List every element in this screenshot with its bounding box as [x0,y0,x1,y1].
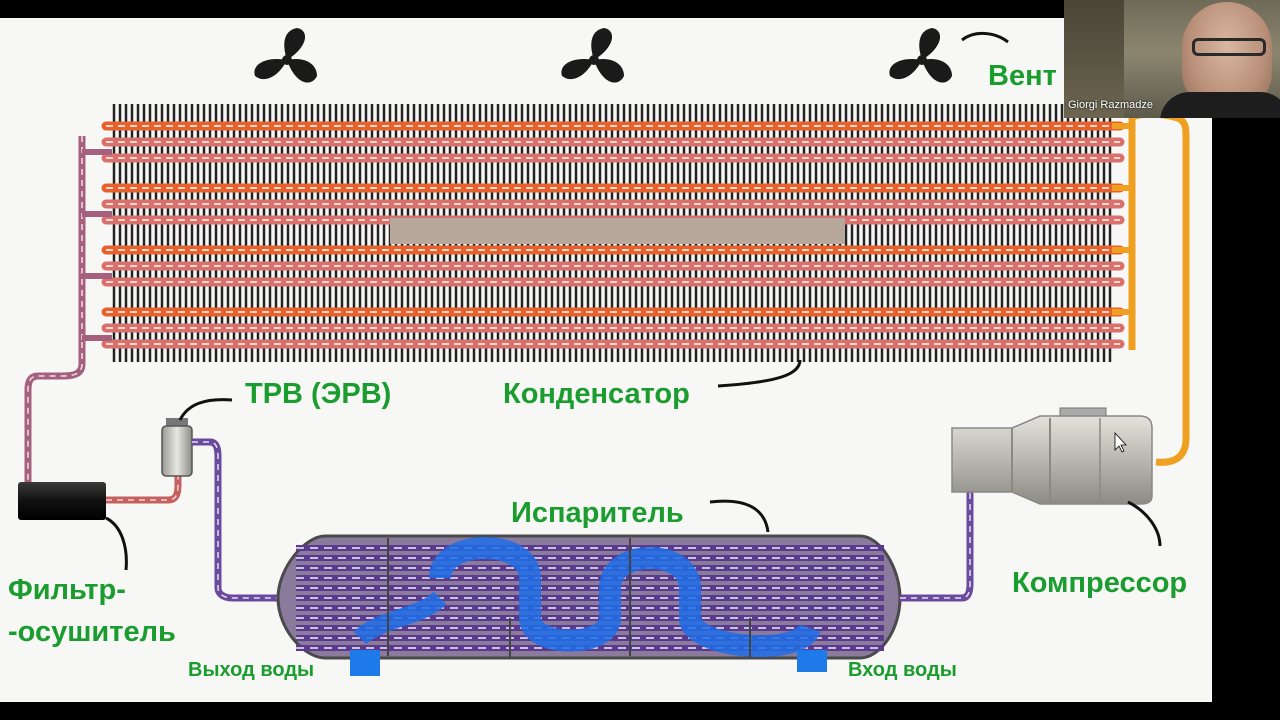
fan-label: Вент [988,60,1057,92]
water-outlet-port [350,650,380,676]
webcam-tile[interactable]: Giorgi Razmadze [1064,0,1280,118]
liquid-header [78,136,112,342]
filter-to-valve-line [106,476,182,504]
valve-to-evaporator-line [192,438,278,602]
evaporator-leader-line [709,499,770,533]
compressor-icon [951,407,1153,505]
expansion-valve-icon [161,418,193,477]
webcam-background [1064,0,1124,118]
compressor-label: Компрессор [1012,567,1188,599]
participant-glasses [1192,38,1266,56]
evaporator-label: Испаритель [511,497,684,529]
water-inlet-port [797,650,827,672]
liquid-line [24,342,86,482]
compressor-leader-line [1127,500,1162,547]
filter-drier-label-line1: Фильтр- [8,574,126,606]
fan-icon [561,28,624,83]
evaporator-vessel [276,534,902,660]
filter-drier-label-line2: -осушитель [8,616,176,648]
participant-shirt [1160,92,1280,118]
water-out-label: Выход воды [188,659,315,681]
filter-leader-line [105,516,128,571]
participant-name: Giorgi Razmadze [1068,99,1153,111]
expansion-valve-label: ТРВ (ЭРВ) [245,378,392,410]
slide-canvas: Вент ТРВ (ЭРВ) Конденсатор Испаритель Ко… [0,18,1212,702]
water-in-label: Вход воды [848,659,957,681]
condenser-core-bar [390,218,845,244]
fan-icon [889,28,952,83]
refrigeration-diagram [18,28,1190,676]
condenser-leader-line [717,359,802,388]
fan-leader-line [961,32,1009,44]
fan-icon [254,28,317,83]
condenser-label: Конденсатор [503,378,690,410]
valve-leader-line [178,398,233,421]
filter-drier-icon [18,482,106,520]
discharge-header [1112,110,1190,466]
